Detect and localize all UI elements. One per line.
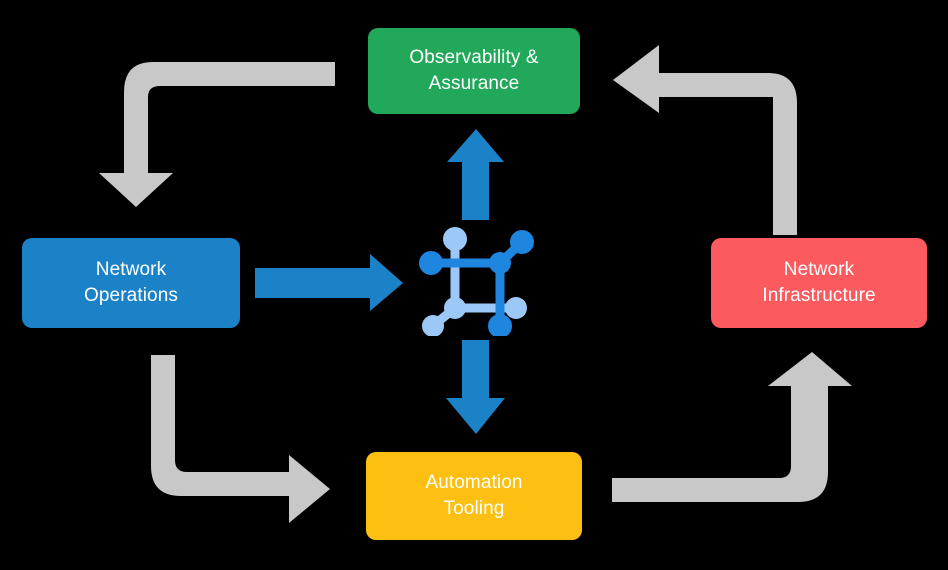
cycle-arrow-observability-to-network-operations <box>99 62 335 207</box>
node-automation-tooling[interactable]: Automation Tooling <box>366 452 582 540</box>
node-label-line-2: Operations <box>84 285 178 306</box>
cycle-arrow-network-operations-to-automation-tooling <box>151 355 330 523</box>
hub-arrow-hub-to-automation-tooling <box>446 340 505 434</box>
hub-arrow-hub-to-observability <box>447 129 504 220</box>
node-label-line-2: Tooling <box>443 498 505 519</box>
node-label-line-2: Infrastructure <box>762 285 876 306</box>
node-observability-and-assurance[interactable]: Observability & Assurance <box>368 28 580 114</box>
topology-dark-nodes <box>419 230 534 336</box>
network-topology-icon-svg <box>419 227 534 336</box>
cycle-arrow-automation-tooling-to-network-infrastructure <box>612 352 852 502</box>
network-topology-icon <box>418 218 536 336</box>
cycle-arrow-network-infrastructure-to-observability <box>613 45 797 235</box>
node-network-infrastructure-label: Network Infrastructure <box>762 257 875 308</box>
node-label-line-1: Network <box>95 259 167 281</box>
node-network-operations-label: Network Operations <box>84 257 178 308</box>
node-label-line-2: Assurance <box>428 73 520 94</box>
node-automation-tooling-label: Automation Tooling <box>425 470 522 521</box>
node-label-line-1: Automation <box>425 472 523 494</box>
hub-arrow-network-operations-to-hub <box>255 254 403 311</box>
node-network-operations[interactable]: Network Operations <box>22 238 240 328</box>
node-network-infrastructure[interactable]: Network Infrastructure <box>711 238 927 328</box>
topology-light-nodes <box>422 227 527 336</box>
node-label-line-1: Observability & <box>409 47 539 69</box>
node-label-line-1: Network <box>783 259 855 281</box>
node-observability-and-assurance-label: Observability & Assurance <box>409 45 538 96</box>
